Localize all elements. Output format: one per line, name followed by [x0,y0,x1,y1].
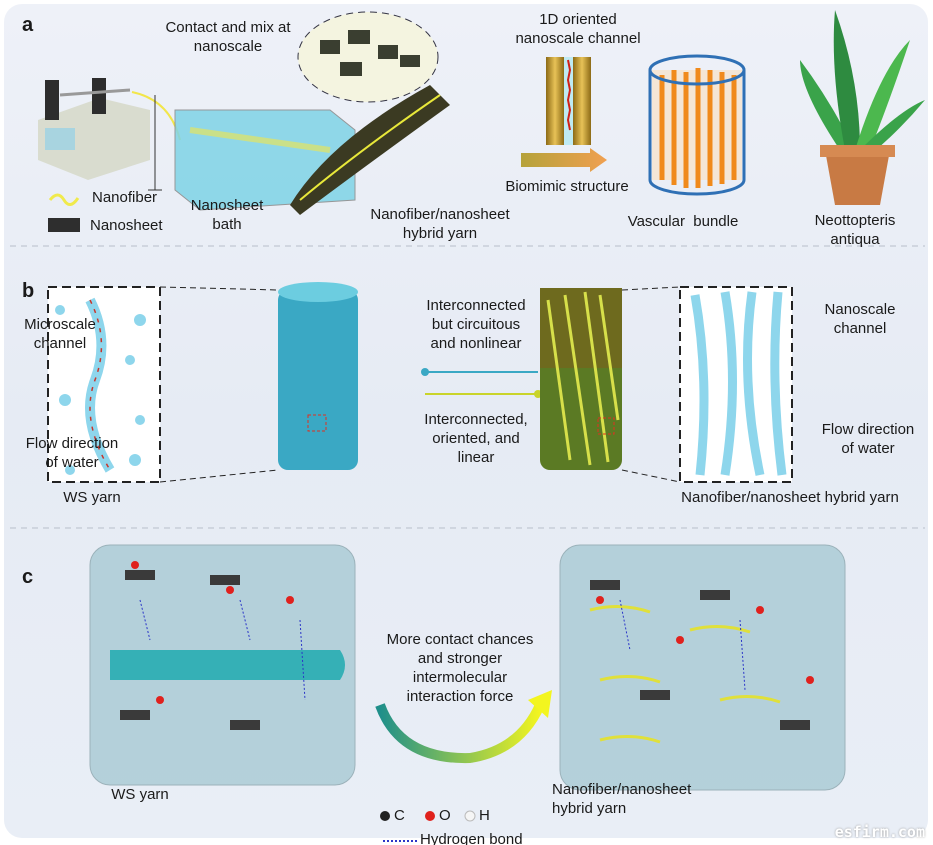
biomimic-arrow [521,148,607,172]
ws-yarn-label-c: WS yarn [111,786,169,803]
carbon-legend-label: C [394,807,405,824]
channel-rod-right [573,57,591,145]
syringe-pump-illustration [38,78,181,191]
vascular-label: Vascular bundle [627,213,739,230]
hybrid-yarn-illustration [290,85,450,215]
nanofiber-legend-label: Nanofiber [92,189,158,206]
ws-yarn-cylinder [278,290,358,470]
nanoscale-zoom-circle [297,11,439,103]
watermark: esfirm.com [834,823,925,841]
hydrogen-legend-icon [464,810,476,822]
channel-rod-left [546,57,564,145]
ws-fiber-cylinder [110,650,345,680]
molecule-decorations [120,561,814,744]
panel-label-b: b [22,280,35,302]
biomimic-label: Biomimic structure [505,178,629,195]
panel-label-a: a [22,14,34,36]
oxygen-legend-icon [425,811,435,821]
nanosheets-in-zoom [320,30,420,76]
nanofiber-legend-icon [48,193,80,206]
nanosheet-legend-label: Nanosheet [90,217,163,234]
carbon-legend-icon [380,811,390,821]
contact-arrow [375,702,545,764]
oxygen-legend-label: O [439,807,451,824]
fern-plant-illustration [800,10,925,205]
ws-yarn-label-b: WS yarn [63,489,121,506]
hydrogen-legend-label: H [479,807,490,824]
vascular-bundle-illustration [648,54,746,196]
hydrogen-bond-label: Hydrogen bond [420,831,523,845]
hybrid-yarn-label-b: Nanofiber/nanosheet hybrid yarn [681,489,899,506]
panel-label-c: c [22,566,34,588]
nanosheet-legend-icon [48,218,80,232]
